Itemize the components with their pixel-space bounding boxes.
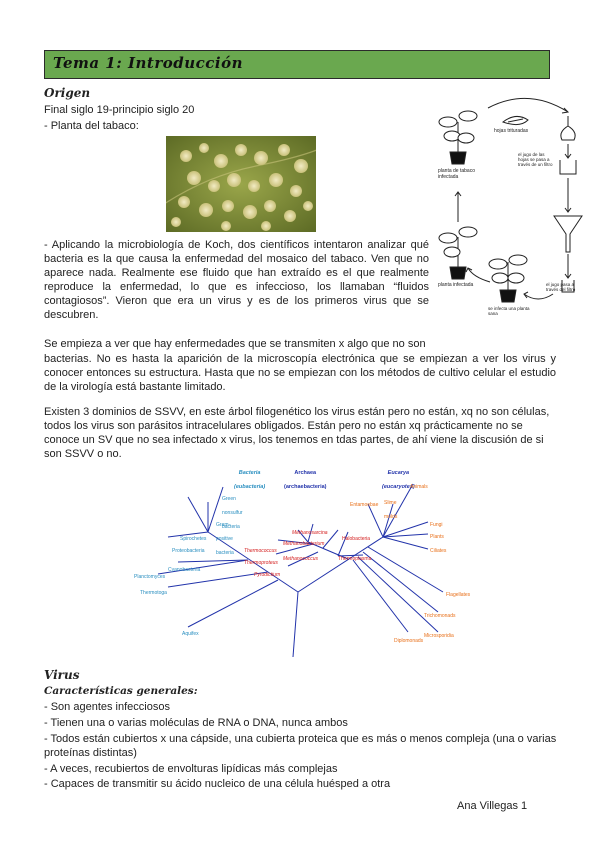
phylogenetic-tree: Bacteria (eubacteria) Archaea (archaebac…	[128, 462, 473, 662]
leaf-green-nonsulfur: Green nonsulfur bacteria	[222, 496, 243, 530]
diagram-label-plant2: planta infectada	[438, 282, 474, 288]
virus-item: - Todos están cubiertos x una cápside, u…	[44, 733, 557, 759]
title-bar: Tema 1: Introducción	[44, 50, 550, 79]
domain-archaea-sub: (archaebacteria)	[284, 484, 327, 490]
leaf-gram-positive: Gram-positive bacteria	[216, 522, 234, 556]
virus-item: - Capaces de transmitir su ácido nucleic…	[44, 778, 391, 790]
origen-heading: Origen	[44, 86, 91, 100]
leaf-fungi: Fungi	[430, 522, 443, 528]
leaf-planctomyces: Planctomyces	[134, 574, 166, 580]
diagram-label-extract: el jugo de las hojas se pasa a través de…	[518, 152, 553, 167]
leaf-thermoproteus: Thermoproteus	[244, 560, 278, 566]
paragraph3: Existen 3 dominios de SSVV, en este árbo…	[44, 406, 550, 460]
origen-line1: Final siglo 19-principio siglo 20	[44, 104, 195, 116]
leaf-ciliates: Ciliates	[430, 548, 447, 554]
leaf-thermoplasma: Thermoplasma	[338, 556, 372, 562]
origen-paragraph: - Aplicando la microbiología de Koch, do…	[44, 239, 429, 321]
paragraph2-line1: Se empieza a ver que hay enfermedades qu…	[44, 338, 426, 350]
domain-bacteria: Bacteria	[238, 470, 261, 476]
infected-plant-icon	[438, 110, 478, 165]
result-plant-icon	[438, 226, 478, 280]
domain-eucarya: Eucarya	[387, 470, 410, 476]
leaf-pyrodictium: Pyrodictium	[254, 572, 281, 578]
domain-archaea: Archaea	[294, 470, 317, 476]
leaf-spirochetes: Spirochetes	[180, 536, 207, 542]
tobacco-leaf-image	[166, 136, 316, 232]
leaf-cyanobacteria: Cyanobacteria	[168, 567, 201, 573]
experiment-diagram: planta de tabaco infectada hojas tritura…	[428, 82, 588, 332]
leaf-animals: Animals	[410, 484, 428, 490]
diagram-label-leaves: hojas trituradas	[494, 128, 529, 134]
diagram-label-filtrate: el jugo pasa a través del filtro	[546, 282, 576, 292]
diagram-label-plant1: planta de tabaco infectada	[438, 168, 475, 180]
domain-eucarya-sub: (eucaryotes)	[382, 484, 415, 490]
leaf-microsporidia: Microsporidia	[424, 633, 454, 639]
leaf-trichomonads: Trichomonads	[424, 613, 456, 619]
leaf-halobacteria: Halobacteria	[342, 536, 371, 542]
leaf-diplomonads: Diplomonads	[394, 638, 424, 644]
leaf-plants: Plants	[430, 534, 444, 540]
virus-item: - A veces, recubiertos de envolturas lip…	[44, 763, 338, 775]
sprayed-plant-icon	[488, 254, 528, 303]
domain-bacteria-sub: (eubacteria)	[234, 484, 266, 490]
leaf-slime-molds: Slime molds	[384, 500, 398, 520]
leaf-entamoebae: Entamoebae	[350, 502, 379, 508]
virus-heading: Virus	[44, 668, 80, 682]
leaf-thermococcus: Thermococcus	[244, 548, 277, 554]
leaf-thermotoga: Thermotoga	[140, 590, 167, 596]
leaf-methanobacterium: Methanobacterium	[283, 541, 325, 547]
virus-item: - Son agentes infecciosos	[44, 701, 170, 713]
leaf-flagellates: Flagellates	[446, 592, 471, 598]
virus-item: - Tienen una o varias moléculas de RNA o…	[44, 717, 348, 729]
leaf-aquifex: Aquifex	[182, 631, 199, 637]
leaf-methanosarcina: Methanosarcina	[292, 530, 328, 536]
page-title: Tema 1: Introducción	[53, 54, 244, 72]
virus-subheading: Características generales:	[44, 685, 198, 697]
paragraph2: bacterias. No es hasta la aparición de l…	[44, 353, 556, 393]
footer-author-page: Ana Villegas 1	[457, 800, 528, 812]
origen-line2: - Planta del tabaco:	[44, 120, 139, 132]
leaf-methanococcus: Methanococcus	[283, 556, 319, 562]
diagram-label-infect: se infecta una planta sana	[488, 306, 530, 316]
leaf-proteobacteria: Proteobacteria	[172, 548, 205, 554]
